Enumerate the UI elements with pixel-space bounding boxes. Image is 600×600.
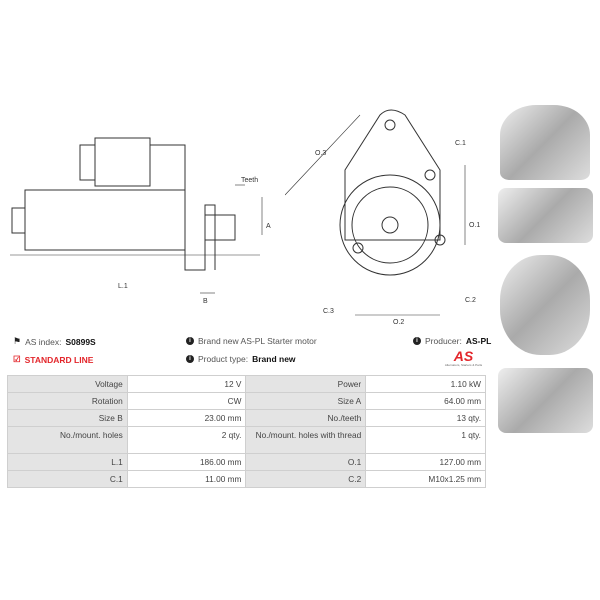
spec-value: 12 V	[126, 375, 247, 393]
as-logo: AS Alternators, Starters & Parts	[440, 349, 487, 367]
spec-value: 127.00 mm	[365, 453, 486, 471]
producer-label: Producer:	[425, 336, 462, 346]
spec-label: Size B	[7, 409, 128, 427]
as-index: ⚑AS index:S0899S	[13, 336, 96, 347]
product-type-label: Product type:	[198, 354, 249, 364]
spec-label: L.1	[7, 453, 128, 471]
product-photo-angle	[498, 368, 593, 433]
label-c2: C.2	[465, 297, 476, 304]
spec-value: 1 qty.	[365, 426, 486, 454]
label-a: A	[266, 223, 271, 230]
spec-label: C.1	[7, 470, 128, 488]
product-photo-front	[500, 105, 590, 180]
product-type: i Product type:Brand new	[186, 354, 296, 364]
spec-value: 23.00 mm	[126, 409, 247, 427]
product-photo-side	[498, 188, 593, 243]
info-icon: i	[186, 355, 194, 363]
spec-value: M10x1.25 mm	[365, 470, 486, 488]
spec-label: Power	[245, 375, 367, 393]
spec-value: 13 qty.	[365, 409, 486, 427]
logo-tagline: Alternators, Starters & Parts	[444, 363, 483, 367]
standard-line-label: STANDARD LINE	[24, 354, 94, 365]
info-icon: i	[413, 337, 421, 345]
product-photo-rear	[500, 255, 590, 355]
info-icon: i	[186, 337, 194, 345]
spec-label: No./teeth	[245, 409, 367, 427]
label-o1: O.1	[469, 222, 480, 229]
producer: i Producer:AS-PL	[413, 336, 491, 346]
label-l1: L.1	[118, 283, 128, 290]
spec-value: 2 qty.	[126, 426, 247, 454]
as-index-value: S0899S	[65, 336, 96, 347]
label-o3: O.3	[315, 150, 326, 157]
tags-icon: ⚑	[13, 336, 22, 346]
spec-value: 64.00 mm	[365, 392, 486, 410]
spec-value: 186.00 mm	[126, 453, 247, 471]
label-o2: O.2	[393, 319, 404, 326]
label-c1: C.1	[455, 140, 466, 147]
label-teeth: Teeth	[241, 177, 258, 184]
product-type-value: Brand new	[252, 354, 296, 364]
brand-new-label: Brand new AS-PL Starter motor	[198, 336, 317, 346]
spec-label: Voltage	[7, 375, 128, 393]
checkbox-icon: ☑	[13, 354, 21, 364]
spec-value: CW	[126, 392, 247, 410]
spec-value: 11.00 mm	[126, 470, 247, 488]
spec-label: No./mount. holes with thread	[245, 426, 367, 454]
side-view-drawing: Teeth A L.1 B	[10, 137, 271, 305]
producer-value: AS-PL	[465, 336, 492, 346]
label-c3: C.3	[323, 308, 334, 315]
spec-label: Size A	[245, 392, 367, 410]
standard-line: ☑STANDARD LINE	[13, 354, 93, 365]
label-b: B	[203, 298, 208, 305]
spec-label: O.1	[245, 453, 367, 471]
as-index-label: AS index:	[25, 336, 62, 347]
spec-label: C.2	[245, 470, 367, 488]
spec-label: Rotation	[7, 392, 128, 410]
logo-text: AS	[453, 348, 474, 364]
brand-new-info: i Brand new AS-PL Starter motor	[186, 336, 317, 346]
spec-value: 1.10 kW	[365, 375, 486, 393]
front-view-drawing: O.3 C.1 O.1 C.3 O.2 C.2	[285, 109, 480, 326]
spec-label: No./mount. holes	[7, 426, 128, 454]
